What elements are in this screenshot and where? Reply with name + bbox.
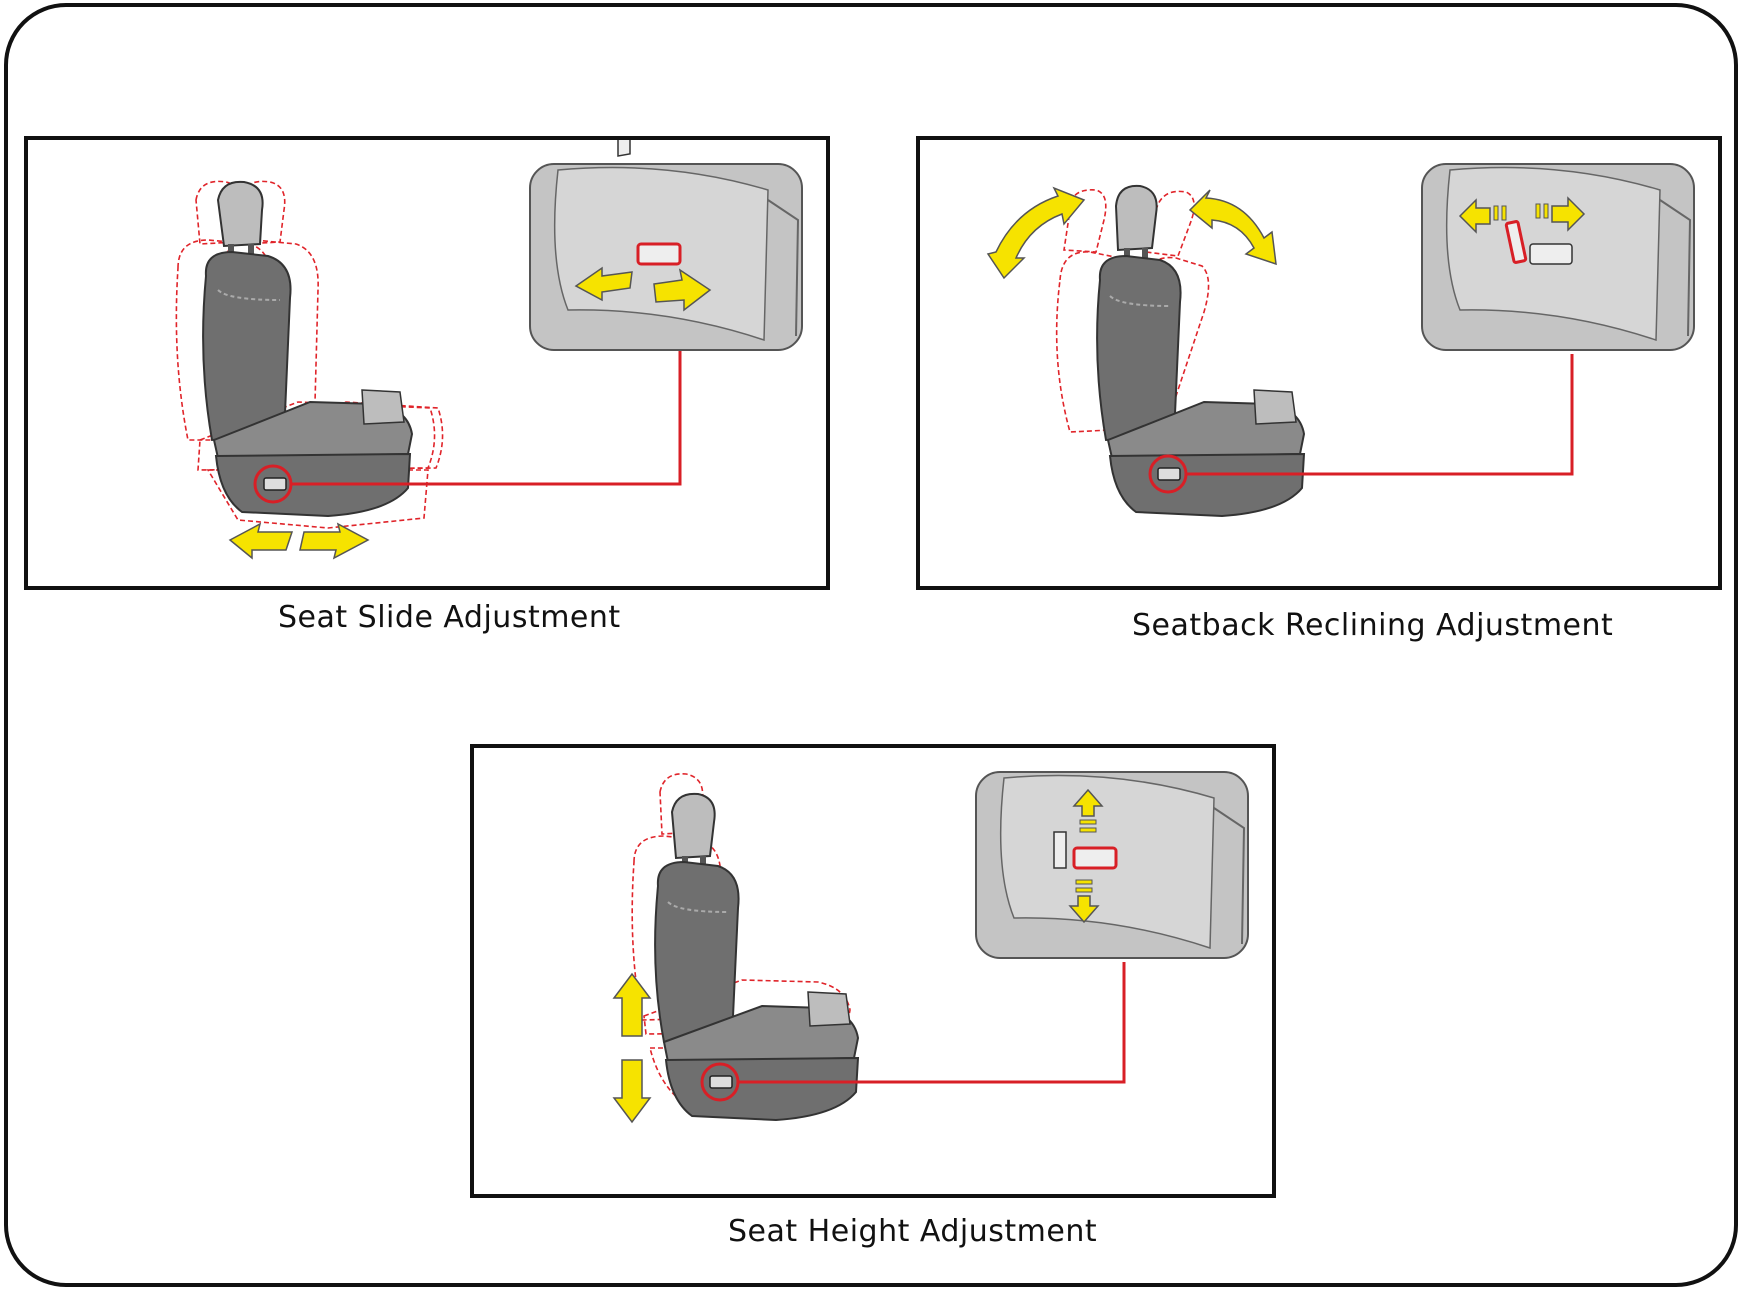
recline-illustration [986,163,1695,518]
inset-arrow-forward-icon [653,268,712,312]
callout [700,962,1126,1102]
inset-switch-view [975,771,1249,959]
seat [1096,184,1306,518]
inset-switch-view [529,140,803,351]
inset-arrow-back-icon [574,266,633,302]
inset-arrow-up-icon [1072,788,1104,817]
seat [654,792,860,1122]
arrow-up-icon [612,972,652,1037]
arrow-back-icon [228,522,294,560]
inset-recline-backward-icon [1551,196,1586,232]
arrow-down-icon [612,1059,652,1124]
arrow-forward-icon [299,522,370,560]
seat [202,180,414,518]
height-illustration [612,771,1249,1124]
recline-arrows [986,186,1277,280]
slide-arrows [228,522,370,560]
recline-panel [916,136,1722,590]
slide-caption: Seat Slide Adjustment [278,600,621,635]
slide-illustration [175,140,803,560]
recline-forward-arrow-icon [986,186,1086,280]
recline-caption: Seatback Reclining Adjustment [1132,608,1614,643]
callout [253,350,682,504]
height-arrows [612,972,652,1124]
inset-arrow-down-icon [1068,895,1100,924]
inset-recline-forward-icon [1458,198,1491,234]
outer-frame [4,3,1738,1287]
slide-panel [24,136,830,590]
height-caption: Seat Height Adjustment [728,1214,1098,1249]
height-panel [470,744,1276,1198]
recline-backward-arrow-icon [1188,189,1277,266]
callout [1148,354,1574,494]
inset-switch-view [1421,163,1695,351]
